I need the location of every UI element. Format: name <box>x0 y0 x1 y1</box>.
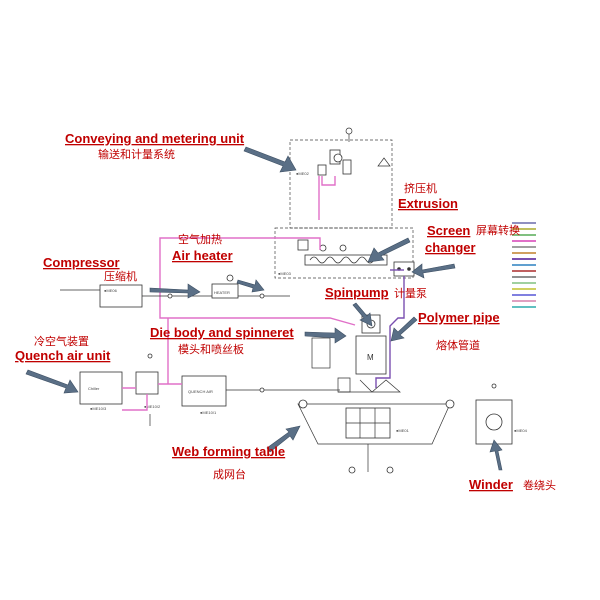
winder-label-cn: 卷绕头 <box>523 478 556 492</box>
spinpump-die-body: M <box>311 314 401 393</box>
svg-text:●ME01: ●ME01 <box>396 428 410 433</box>
quench-label: Quench air unit <box>15 348 111 363</box>
conveying-label-cn: 输送和计量系统 <box>98 147 175 161</box>
die-body-label: Die body and spinneret <box>150 325 294 340</box>
conveying-label: Conveying and metering unit <box>65 131 245 146</box>
screen-changer-label-line1: Screen <box>427 223 470 238</box>
screen-changer-label-line2: changer <box>425 240 476 255</box>
svg-text:HEATER: HEATER <box>214 290 230 295</box>
spinpump-label-cn: 计量泵 <box>394 287 427 300</box>
svg-text:●ME10/2: ●ME10/2 <box>144 404 161 409</box>
legend-strip <box>512 222 536 308</box>
air-heater-label: Air heater <box>172 248 233 263</box>
svg-text:●ME06: ●ME06 <box>104 288 118 293</box>
web-forming-label: Web forming table <box>172 444 285 459</box>
polymer-pipe-label-cn: 熔体管道 <box>436 338 480 352</box>
spinpump-label: Spinpump <box>325 285 389 300</box>
compressor-label-cn: 压缩机 <box>104 269 137 283</box>
conveying-metering-unit: ●ME02 <box>289 127 393 229</box>
air-heater-unit: HEATER <box>211 274 239 299</box>
screen-changer-label-cn: 屏幕转换 <box>476 223 520 237</box>
compressor-label: Compressor <box>43 255 120 270</box>
winder-label: Winder <box>469 477 513 492</box>
extruder-unit: ●ME03 <box>274 227 415 279</box>
quench-air-unit: Chiller QUENCH AIR ●ME10/3 ●ME10/2 ●ME10… <box>79 318 340 426</box>
web-forming-table: ●ME01 <box>297 399 455 474</box>
die-body-label-cn: 模头和喷丝板 <box>178 342 244 356</box>
polymer-pipe-label: Polymer pipe <box>418 310 500 325</box>
winder-unit: ●ME04 <box>475 383 528 445</box>
svg-text:●ME02: ●ME02 <box>296 171 310 176</box>
compressor-unit: ●ME06 <box>60 284 290 308</box>
svg-text:●ME10/1: ●ME10/1 <box>200 410 217 415</box>
extrusion-label: Extrusion <box>398 196 458 211</box>
callout-arrows <box>25 146 503 471</box>
svg-text:QUENCH AIR: QUENCH AIR <box>188 389 213 394</box>
svg-text:●ME03: ●ME03 <box>278 271 292 276</box>
svg-text:●ME10/3: ●ME10/3 <box>90 406 107 411</box>
svg-text:●ME04: ●ME04 <box>514 428 528 433</box>
quench-label-cn: 冷空气装置 <box>34 334 89 348</box>
svg-text:M: M <box>367 353 374 362</box>
svg-text:Chiller: Chiller <box>88 386 100 391</box>
web-forming-label-cn: 成网台 <box>213 467 246 481</box>
air-heater-label-cn: 空气加热 <box>178 232 222 246</box>
extrusion-label-cn: 挤压机 <box>404 181 437 195</box>
